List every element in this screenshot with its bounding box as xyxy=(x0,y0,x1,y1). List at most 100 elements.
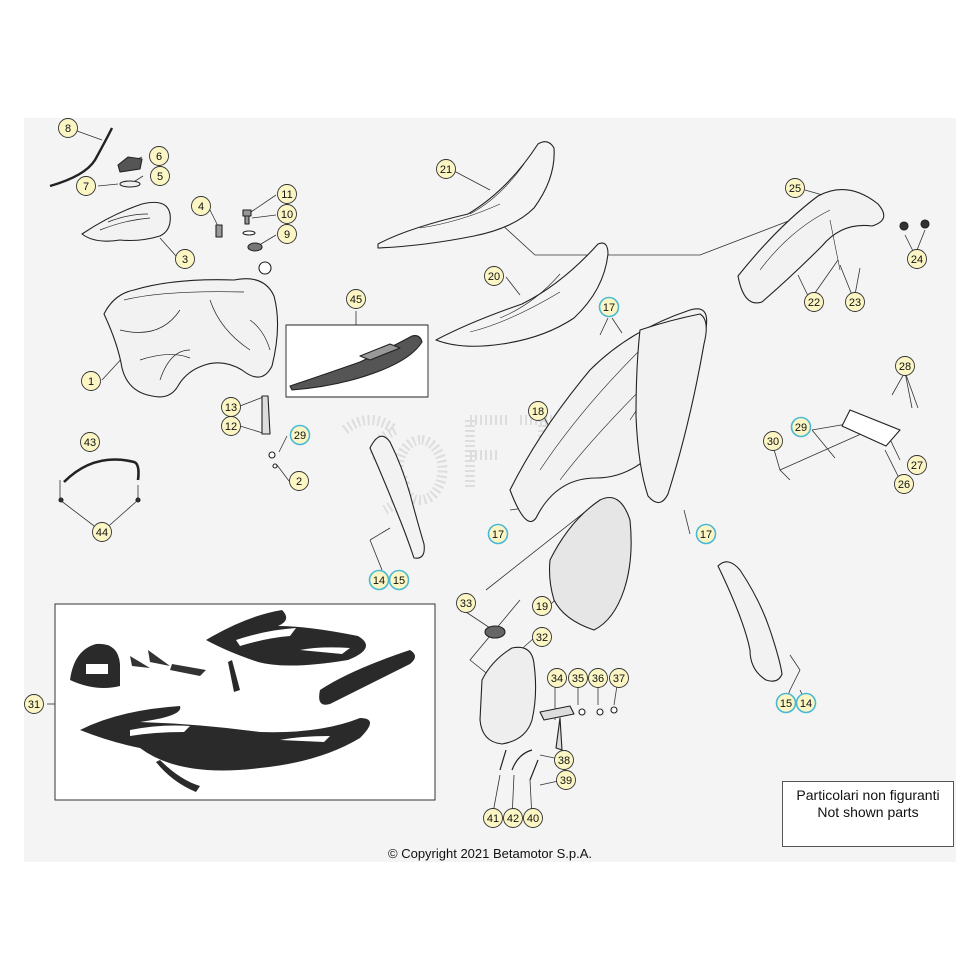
callout-label: 36 xyxy=(592,673,604,685)
tank-filler-neck xyxy=(258,261,272,275)
callout-label: 43 xyxy=(84,437,96,449)
callout-label: 44 xyxy=(96,527,108,539)
callout-19: 19 xyxy=(532,596,552,616)
fuel-hose xyxy=(63,458,140,483)
callout-35: 35 xyxy=(568,668,588,688)
callout-label: 15 xyxy=(393,575,405,587)
callout-41: 41 xyxy=(483,808,503,828)
callout-30: 30 xyxy=(763,431,783,451)
callout-label: 1 xyxy=(88,376,94,388)
callout-27: 27 xyxy=(907,455,927,475)
callout-1: 1 xyxy=(81,371,101,391)
callout-label: 33 xyxy=(460,598,472,610)
callout-label: 20 xyxy=(488,271,500,283)
callout-label: 23 xyxy=(849,297,861,309)
frame-guard-right xyxy=(717,561,783,682)
breather-hose xyxy=(49,127,114,188)
license-plate-holder xyxy=(841,409,901,447)
callout-label: 42 xyxy=(507,813,519,825)
callout-label: 14 xyxy=(373,575,385,587)
callout-17: 17 xyxy=(598,296,620,318)
callout-29: 29 xyxy=(790,416,812,438)
callout-label: 29 xyxy=(795,422,807,434)
fuel-tank xyxy=(103,278,279,398)
callout-label: 19 xyxy=(536,601,548,613)
callout-21: 21 xyxy=(436,159,456,179)
not-shown-parts-box: Particolari non figuranti Not shown part… xyxy=(782,781,954,847)
callout-17: 17 xyxy=(695,523,717,545)
callout-label: 29 xyxy=(294,430,306,442)
tank-cap xyxy=(484,625,506,639)
callout-label: 22 xyxy=(808,297,820,309)
tank-screw xyxy=(215,224,223,238)
callout-label: 31 xyxy=(28,699,40,711)
callout-10: 10 xyxy=(277,204,297,224)
callout-label: 41 xyxy=(487,813,499,825)
fuel-tap xyxy=(261,395,271,435)
callout-24: 24 xyxy=(907,249,927,269)
callout-8: 8 xyxy=(58,118,78,138)
callout-label: 40 xyxy=(527,813,539,825)
callout-label: 4 xyxy=(198,201,204,213)
callout-15: 15 xyxy=(388,569,410,591)
callout-label: 26 xyxy=(898,479,910,491)
callout-17: 17 xyxy=(487,523,509,545)
callout-label: 13 xyxy=(225,402,237,414)
callout-12: 12 xyxy=(221,416,241,436)
callout-label: 21 xyxy=(440,164,452,176)
callout-label: 34 xyxy=(551,673,563,685)
not-shown-english: Not shown parts xyxy=(817,804,919,820)
callout-18: 18 xyxy=(528,401,548,421)
callout-label: 15 xyxy=(780,698,792,710)
callout-20: 20 xyxy=(484,266,504,286)
callout-38: 38 xyxy=(554,750,574,770)
callout-25: 25 xyxy=(785,178,805,198)
expansion-tank xyxy=(479,646,537,745)
decal-lower xyxy=(156,760,200,792)
callout-label: 39 xyxy=(560,775,572,787)
decal-side-panel xyxy=(319,650,415,705)
callout-label: 7 xyxy=(83,181,89,193)
callout-label: 17 xyxy=(603,302,615,314)
callout-40: 40 xyxy=(523,808,543,828)
frame-guard-left xyxy=(369,435,425,559)
callout-label: 32 xyxy=(536,632,548,644)
number-plate xyxy=(635,313,707,504)
callout-label: 5 xyxy=(157,171,163,183)
rear-fender xyxy=(737,189,885,304)
copyright-notice: © Copyright 2021 Betamotor S.p.A. xyxy=(388,846,592,861)
callout-26: 26 xyxy=(894,474,914,494)
callout-33: 33 xyxy=(456,593,476,613)
callout-label: 24 xyxy=(911,254,923,266)
callout-7: 7 xyxy=(76,176,96,196)
callout-3: 3 xyxy=(175,249,195,269)
callout-11: 11 xyxy=(277,184,297,204)
decal-main-side xyxy=(80,706,370,771)
callout-label: 11 xyxy=(281,189,292,201)
callout-label: 8 xyxy=(65,123,71,135)
callout-label: 14 xyxy=(800,698,812,710)
callout-label: 17 xyxy=(492,529,504,541)
cap-seal xyxy=(119,180,141,188)
callout-31: 31 xyxy=(24,694,44,714)
callout-label: 17 xyxy=(700,529,712,541)
callout-37: 37 xyxy=(609,668,629,688)
callout-29: 29 xyxy=(289,424,311,446)
tank-grommet xyxy=(247,242,263,252)
callout-5: 5 xyxy=(150,166,170,186)
callout-label: 38 xyxy=(558,755,570,767)
callout-label: 12 xyxy=(225,421,237,433)
radiator-shroud xyxy=(548,496,632,631)
tank-bolt xyxy=(242,209,252,225)
callout-39: 39 xyxy=(556,770,576,790)
decal-fork-guards xyxy=(130,650,170,668)
callout-45: 45 xyxy=(346,289,366,309)
callout-4: 4 xyxy=(191,196,211,216)
callout-34: 34 xyxy=(547,668,567,688)
not-shown-italian: Particolari non figuranti xyxy=(796,787,940,803)
callout-label: 18 xyxy=(532,406,544,418)
callout-label: 6 xyxy=(156,151,162,163)
callout-label: 30 xyxy=(767,436,779,448)
callout-label: 25 xyxy=(789,183,801,195)
